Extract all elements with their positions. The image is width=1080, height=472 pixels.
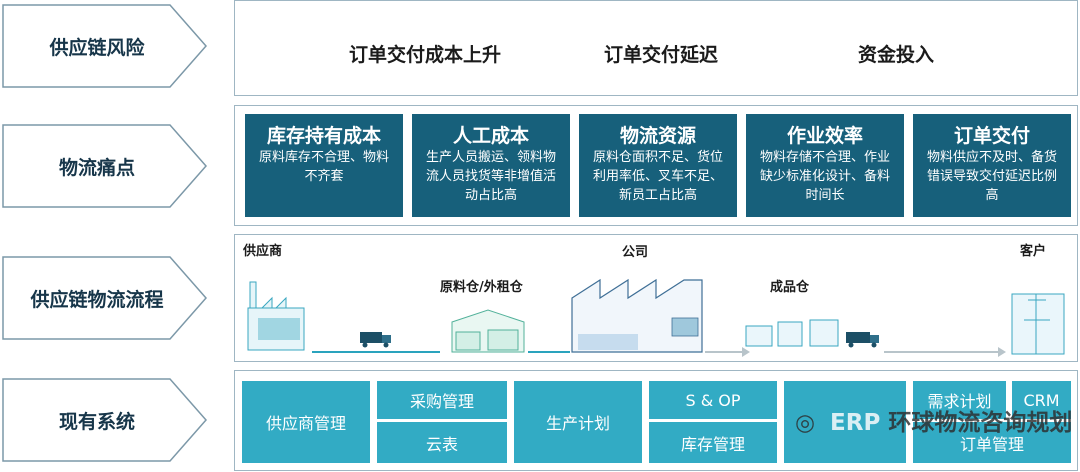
row-label-pain: 物流痛点 (2, 124, 207, 208)
pain-card-inventory: 库存持有成本 原料库存不合理、物料不齐套 (245, 114, 403, 217)
row-label-risk-text: 供应链风险 (49, 36, 145, 59)
risk-panel (234, 0, 1078, 96)
chevron-shape (2, 256, 207, 340)
pain-title: 作业效率 (786, 125, 863, 147)
system-sop: S & OP (649, 381, 777, 419)
risk-item-1: 订单交付成本上升 (349, 44, 502, 66)
watermark: ◎ ERP 环球物流咨询规划 (788, 403, 1072, 437)
system-demand: 需求计划 (913, 381, 1006, 419)
pain-desc: 生产人员搬运、领料物流人员找货等非增值活动占比高 (425, 150, 556, 203)
flow-label-customer: 客户 (1020, 244, 1047, 259)
flow-label-fg-warehouse: 成品仓 (770, 280, 810, 295)
flow-panel (234, 234, 1078, 362)
chevron-shape (2, 4, 207, 88)
row-label-risk: 供应链风险 (2, 4, 207, 88)
pain-title: 物流资源 (619, 125, 696, 147)
system-inventory: 库存管理 (649, 422, 777, 463)
chevron-shape (2, 378, 207, 462)
risk-item-3: 资金投入 (858, 44, 935, 66)
pain-desc: 物料存储不合理、作业缺少标准化设计、备料时间长 (759, 150, 890, 203)
system-supplier-mgmt: 供应商管理 (242, 381, 370, 463)
pain-title: 订单交付 (953, 125, 1030, 147)
flow-label-raw-warehouse: 原料仓/外租仓 (440, 280, 523, 295)
flow-label-company: 公司 (622, 245, 649, 260)
system-purchase: 采购管理 (377, 381, 507, 419)
erp-label: ERP (830, 410, 881, 436)
system-cloud-sheet: 云表 (377, 422, 507, 463)
pain-title: 人工成本 (452, 125, 529, 147)
pain-desc: 原料仓面积不足、货位利用率低、叉车不足、新员工占比高 (592, 150, 723, 203)
risk-item-2: 订单交付延迟 (604, 44, 719, 66)
pain-title: 库存持有成本 (266, 125, 381, 147)
system-production: 生产计划 (514, 381, 642, 463)
watermark-text: 环球物流咨询规划 (888, 410, 1073, 436)
chevron-shape (2, 124, 207, 208)
system-order: 订单管理 (913, 422, 1071, 463)
pain-card-efficiency: 作业效率 物料存储不合理、作业缺少标准化设计、备料时间长 (746, 114, 904, 217)
system-crm: CRM (1012, 381, 1071, 419)
flow-label-supplier: 供应商 (243, 244, 283, 259)
pain-card-delivery: 订单交付 物料供应不及时、备货错误导致交付延迟比例高 (913, 114, 1071, 217)
wechat-icon: ◎ (794, 410, 816, 436)
row-label-systems-text: 现有系统 (58, 410, 135, 433)
pain-card-labor: 人工成本 生产人员搬运、领料物流人员找货等非增值活动占比高 (412, 114, 570, 217)
pain-desc: 物料供应不及时、备货错误导致交付延迟比例高 (926, 150, 1057, 203)
row-label-pain-text: 物流痛点 (58, 156, 135, 179)
row-label-systems: 现有系统 (2, 378, 207, 462)
pain-card-resources: 物流资源 原料仓面积不足、货位利用率低、叉车不足、新员工占比高 (579, 114, 737, 217)
system-erp (784, 381, 906, 463)
row-label-flow-text: 供应链物流流程 (30, 288, 164, 311)
pain-desc: 原料库存不合理、物料不齐套 (258, 150, 389, 184)
row-label-flow: 供应链物流流程 (2, 256, 207, 340)
